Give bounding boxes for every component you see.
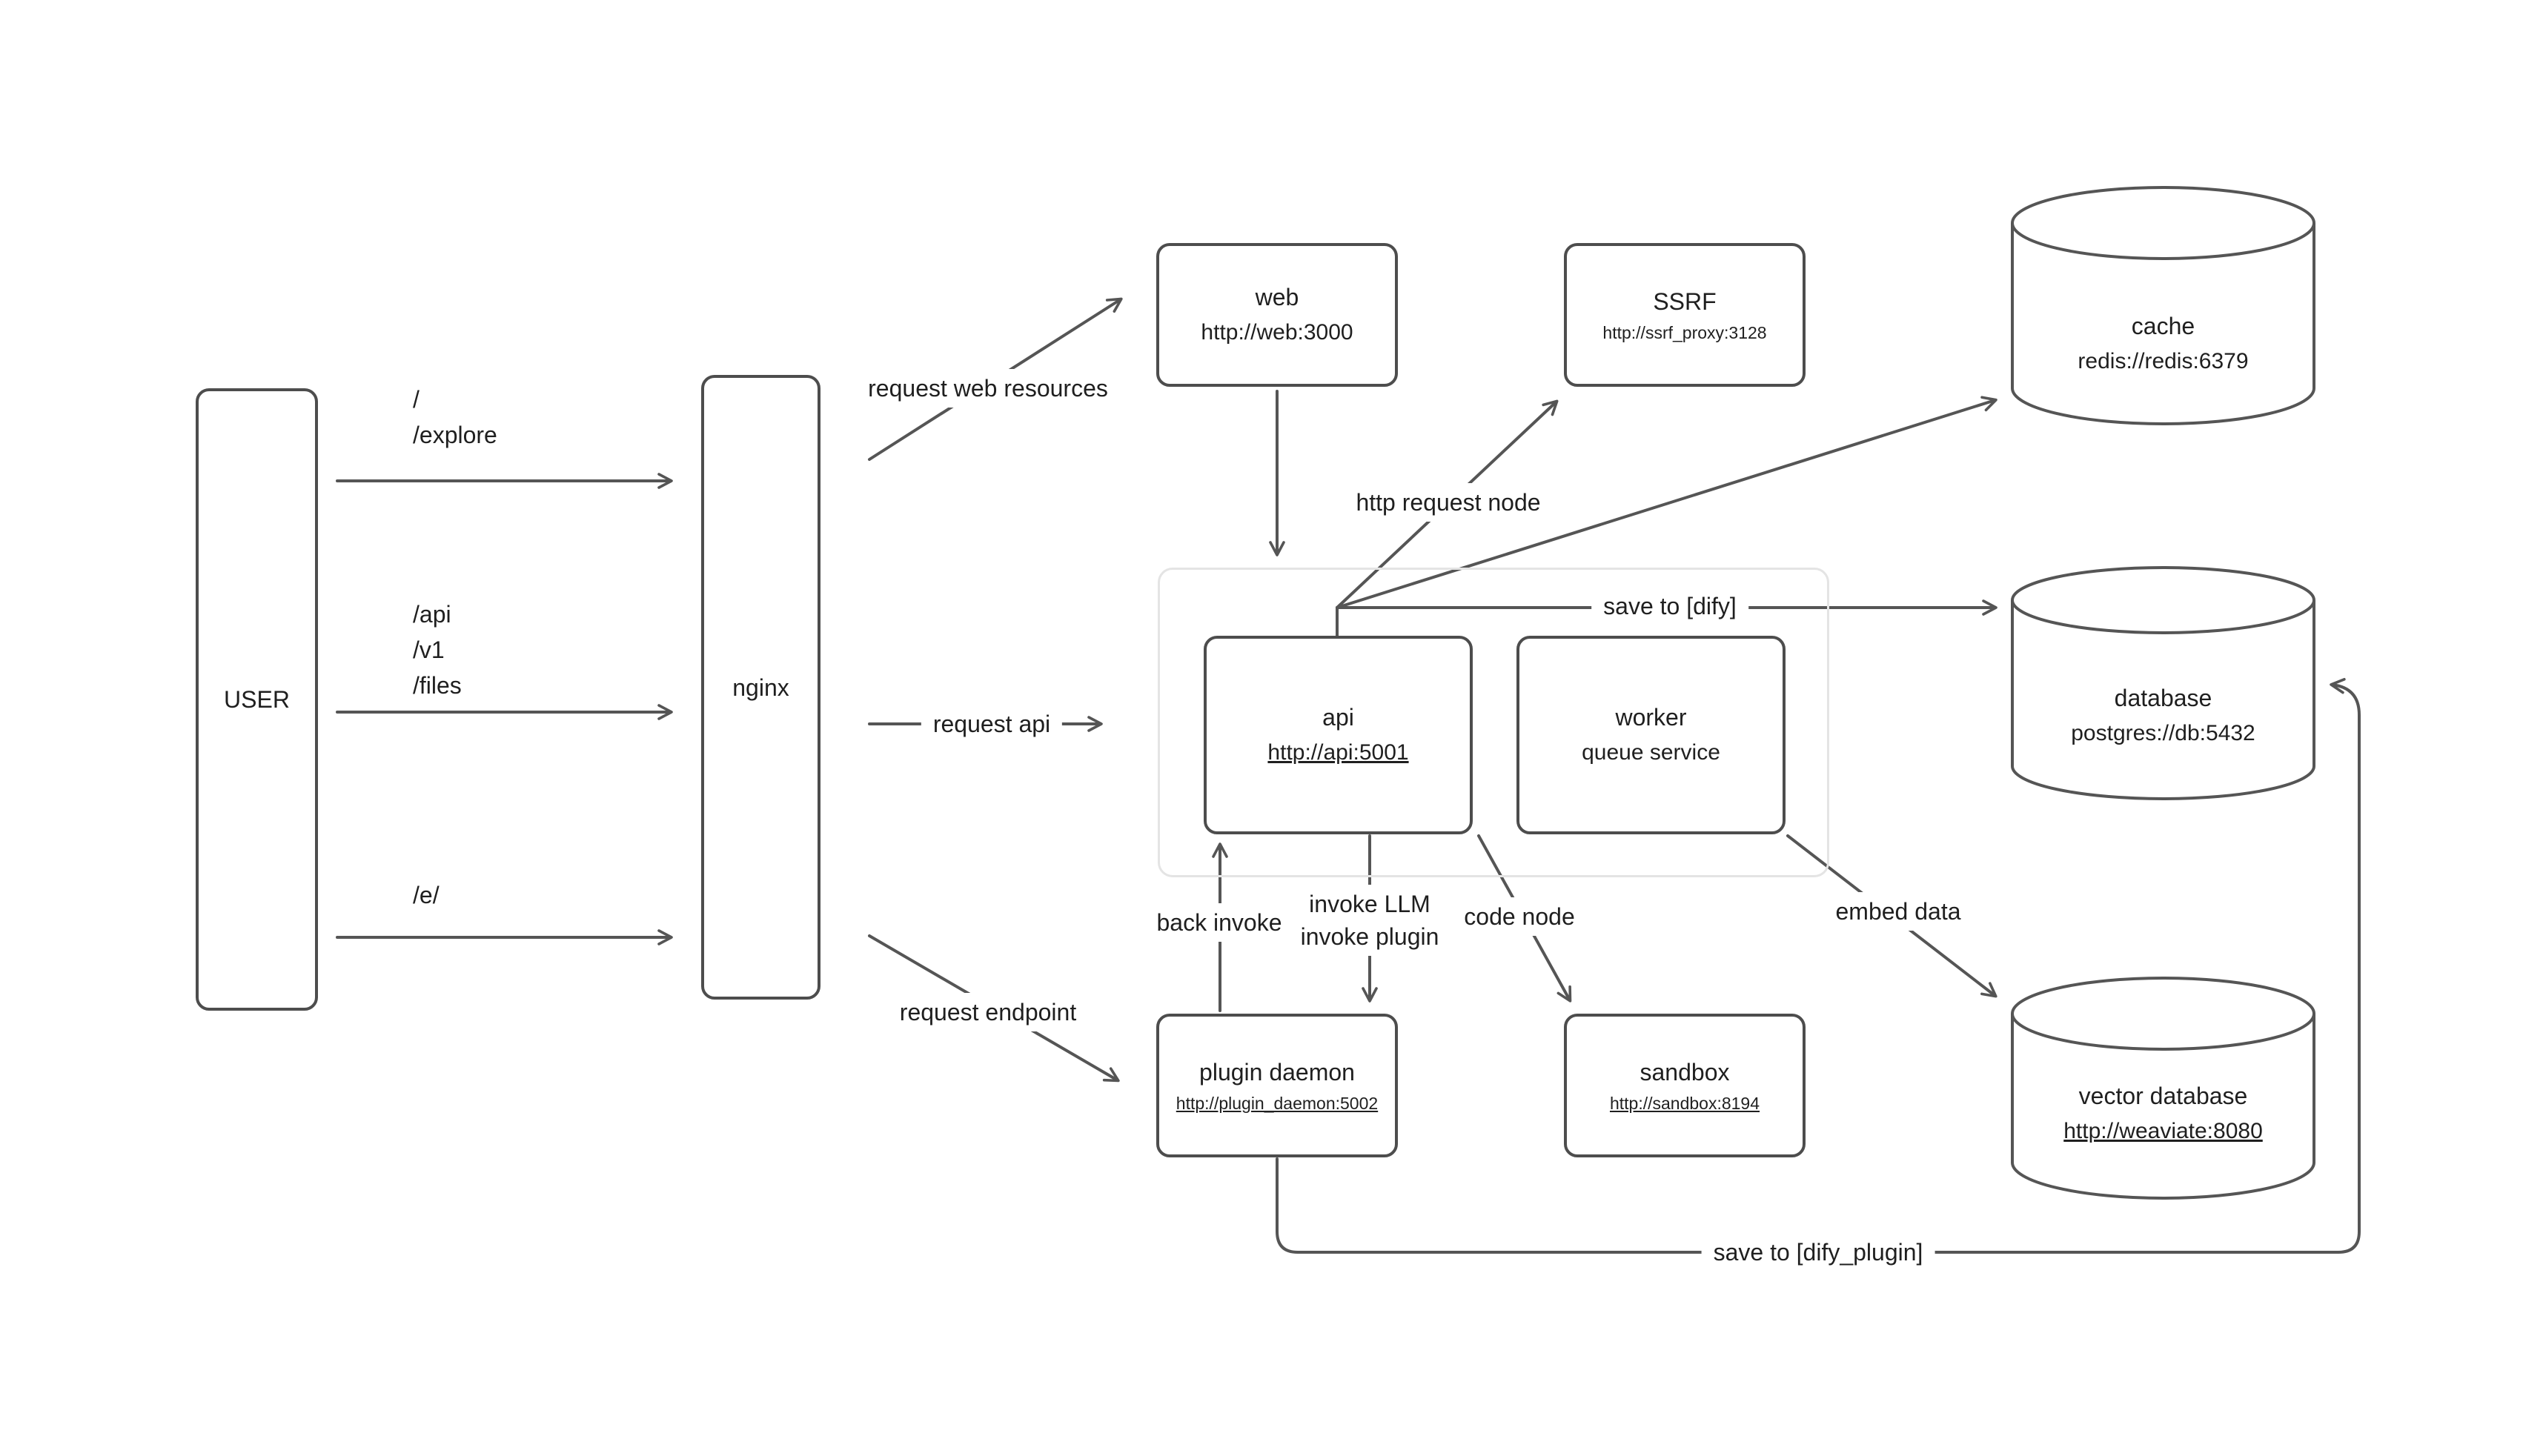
plugin-daemon-node-url[interactable]: http://plugin_daemon:5002	[1176, 1094, 1379, 1113]
edge-label-invoke-llm: invoke LLM	[1309, 891, 1430, 917]
api-node: api http://api:5001	[1204, 636, 1473, 834]
plugin-daemon-node: plugin daemon http://plugin_daemon:5002	[1156, 1014, 1398, 1157]
worker-node-subtitle: queue service	[1582, 740, 1720, 765]
user-paths-mid-label: /api /v1 /files	[413, 601, 462, 699]
user-paths-bottom-label: /e/	[413, 882, 440, 908]
vector-database-url[interactable]: http://weaviate:8080	[2063, 1119, 2263, 1143]
api-node-url[interactable]: http://api:5001	[1267, 740, 1409, 765]
sandbox-node-url[interactable]: http://sandbox:8194	[1609, 1094, 1760, 1113]
database-cylinder: database postgres://db:5432	[2012, 680, 2314, 751]
edge-label-request-api: request api	[921, 705, 1063, 743]
edge-label-code-node: code node	[1452, 897, 1587, 936]
cache-title: cache	[2131, 313, 2195, 339]
plugin-daemon-node-title: plugin daemon	[1199, 1059, 1355, 1086]
web-node-url: http://web:3000	[1201, 320, 1353, 345]
nginx-node: nginx	[701, 375, 820, 1000]
arrow-plugin-daemon-database	[1276, 677, 2361, 1254]
edge-label-save-to-dify-plugin: save to [dify_plugin]	[1701, 1233, 1935, 1271]
vector-database-title: vector database	[2078, 1083, 2248, 1109]
database-title: database	[2114, 685, 2212, 711]
cache-cylinder: cache redis://redis:6379	[2012, 308, 2314, 379]
edge-label-embed-data: embed data	[1823, 892, 1973, 931]
user-node: USER	[196, 388, 318, 1011]
nginx-node-label: nginx	[732, 674, 789, 701]
web-node-title: web	[1255, 284, 1299, 310]
sandbox-node-title: sandbox	[1640, 1059, 1730, 1086]
cache-cylinder-shape	[2011, 186, 2315, 425]
worker-node-title: worker	[1615, 704, 1687, 731]
arrow-api-cache	[1336, 396, 1997, 609]
edge-label-save-to-dify: save to [dify]	[1591, 587, 1748, 625]
user-paths-top-label: / /explore	[413, 386, 497, 448]
api-worker-group	[1158, 568, 1829, 877]
edge-label-http-request-node: http request node	[1344, 483, 1553, 522]
api-node-title: api	[1322, 704, 1354, 731]
edge-label-request-web: request web resources	[856, 369, 1120, 408]
ssrf-node-title: SSRF	[1653, 288, 1717, 315]
web-node: web http://web:3000	[1156, 243, 1398, 387]
sandbox-node: sandbox http://sandbox:8194	[1564, 1014, 1806, 1157]
cache-url: redis://redis:6379	[2078, 349, 2249, 373]
database-cylinder-shape	[2011, 566, 2315, 800]
vector-database-cylinder: vector database http://weaviate:8080	[2012, 1078, 2314, 1149]
edge-label-invoke-plugin: invoke plugin	[1300, 923, 1439, 950]
ssrf-node-url: http://ssrf_proxy:3128	[1602, 323, 1767, 342]
ssrf-node: SSRF http://ssrf_proxy:3128	[1564, 243, 1806, 387]
edge-label-request-endpoint: request endpoint	[887, 993, 1089, 1031]
worker-node: worker queue service	[1516, 636, 1786, 834]
user-node-label: USER	[224, 686, 290, 713]
vector-database-cylinder-shape	[2011, 977, 2315, 1200]
database-url: postgres://db:5432	[2071, 721, 2255, 745]
edge-label-back-invoke: back invoke	[1144, 903, 1294, 942]
edge-label-invoke: invoke LLM invoke plugin	[1288, 885, 1451, 956]
